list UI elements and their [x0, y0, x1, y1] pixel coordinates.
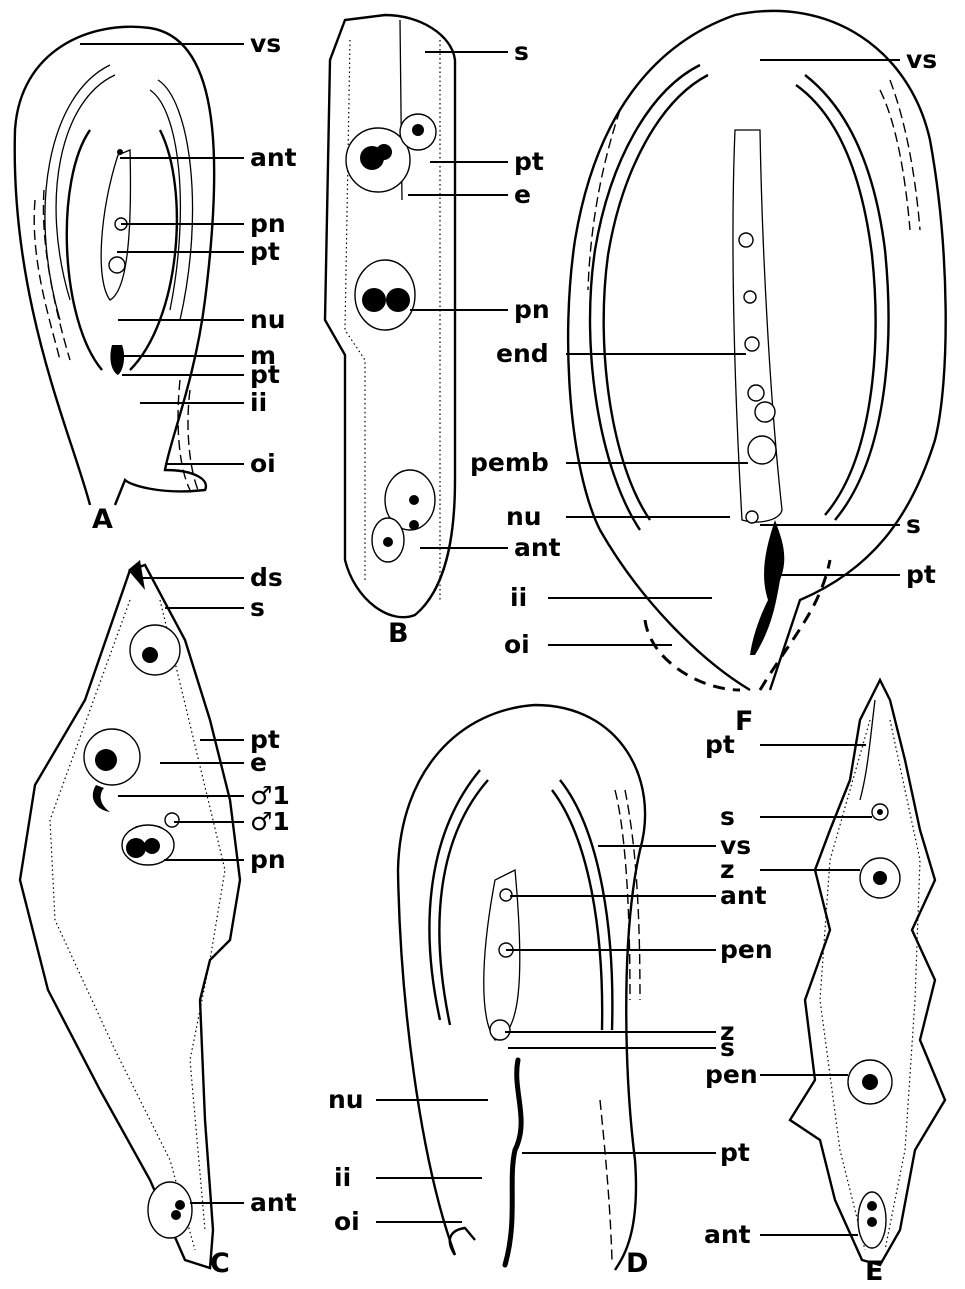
label-pen: pen: [705, 1060, 758, 1089]
label-ant: ant: [250, 1188, 297, 1217]
label-nu: nu: [506, 502, 542, 531]
label-oi: oi: [334, 1207, 360, 1236]
label-male-gamete-1: ♂1: [250, 781, 290, 810]
label-ii: ii: [250, 388, 267, 417]
label-vs: vs: [250, 29, 281, 58]
panel-letter-b: B: [388, 618, 409, 649]
figure-a-ovule: vs ant pn pt nu m pt ii oi A: [15, 27, 297, 535]
panel-letter-d: D: [626, 1248, 648, 1279]
label-ii: ii: [334, 1163, 351, 1192]
figure-b-embryo-sac: s pt e pn ant B: [325, 15, 561, 649]
label-e: e: [250, 748, 267, 777]
label-oi: oi: [504, 630, 530, 659]
label-e: e: [514, 180, 531, 209]
label-pn: pn: [514, 295, 550, 324]
label-pn: pn: [250, 845, 286, 874]
label-vs: vs: [906, 45, 937, 74]
label-s: s: [250, 593, 265, 622]
label-ant: ant: [704, 1220, 751, 1249]
label-pt: pt: [514, 147, 544, 176]
label-pen: pen: [720, 935, 773, 964]
label-oi: oi: [250, 449, 276, 478]
label-nu: nu: [250, 305, 286, 334]
label-pt: pt: [250, 237, 280, 266]
label-nu: nu: [328, 1085, 364, 1114]
panel-letter-f: F: [735, 706, 753, 737]
label-ant: ant: [250, 143, 297, 172]
label-end: end: [496, 339, 549, 368]
figure-e-embryo-sac-zygote: pt s z pen ant E: [704, 680, 945, 1287]
label-pt: pt: [250, 360, 280, 389]
label-ds: ds: [250, 563, 283, 592]
panel-letter-a: A: [92, 504, 113, 535]
label-pt: pt: [705, 730, 735, 759]
label-s: s: [906, 510, 921, 539]
label-ant: ant: [720, 881, 767, 910]
panel-letter-e: E: [865, 1256, 883, 1287]
label-pt: pt: [906, 560, 936, 589]
figure-c-fertilization: ds s pt e ♂1 ♂1 pn ant C: [20, 560, 297, 1279]
label-pemb: pemb: [470, 448, 549, 477]
figure-d-ovule-with-zygote: vs ant pen z s nu pt ii oi D: [328, 705, 773, 1279]
label-ant: ant: [514, 533, 561, 562]
label-pt: pt: [720, 1138, 750, 1167]
label-male-gamete-1: ♂1: [250, 807, 290, 836]
label-ii: ii: [510, 583, 527, 612]
panel-letter-c: C: [210, 1248, 230, 1279]
label-z: z: [720, 855, 735, 884]
label-s: s: [720, 802, 735, 831]
label-s: s: [514, 37, 529, 66]
label-pn: pn: [250, 209, 286, 238]
figure-f-ovule-endosperm: vs end pemb nu s pt ii oi F: [470, 11, 946, 737]
label-s: s: [720, 1033, 735, 1062]
